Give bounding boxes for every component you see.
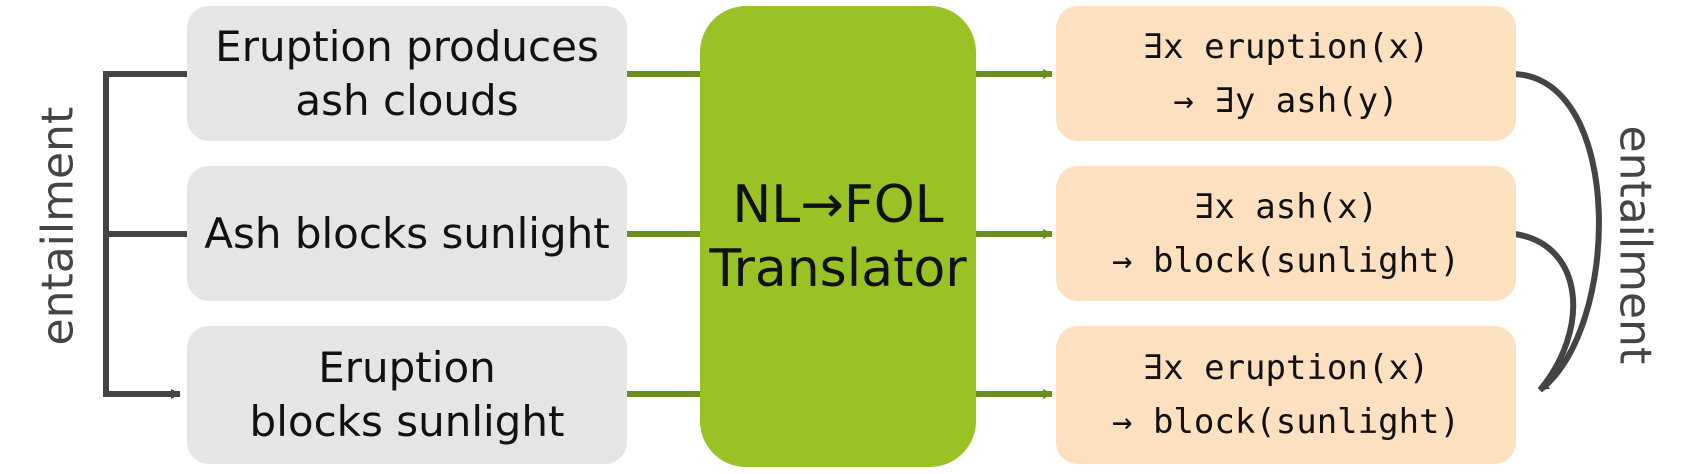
right-entailment-label: entailment [1609, 125, 1661, 365]
conclusion-box: Eruption blocks sunlight [187, 326, 627, 464]
formula-box-2: ∃x ash(x) → block(sunlight) [1056, 166, 1516, 301]
premise-box-2: Ash blocks sunlight [187, 166, 627, 301]
translator-line-1: NL→FOL [732, 174, 944, 235]
premise-1-line-2: ash clouds [295, 75, 519, 125]
right-entailment-curve-inner [1514, 231, 1577, 392]
formula-2-line-1: ∃x ash(x) [1193, 186, 1379, 227]
translator-line-2: Translator [709, 238, 967, 299]
formula-2-line-2: → block(sunlight) [1112, 240, 1460, 281]
formula-3-line-1: ∃x eruption(x) [1142, 348, 1430, 388]
premise-box-1: Eruption produces ash clouds [187, 6, 627, 141]
conclusion-line-1: Eruption [318, 343, 496, 392]
formula-box-3: ∃x eruption(x) → block(sunlight) [1056, 326, 1516, 464]
left-entailment-label: entailment [32, 106, 84, 346]
conclusion-line-2: blocks sunlight [249, 397, 565, 446]
premise-2-line-1: Ash blocks sunlight [204, 208, 610, 258]
formula-1-line-2: → ∃y ash(y) [1173, 80, 1399, 121]
right-entailment-curve-outer [1514, 71, 1602, 393]
formula-3-line-2: → block(sunlight) [1112, 402, 1460, 442]
translator-box: NL→FOL Translator [700, 6, 976, 467]
formula-box-1: ∃x eruption(x) → ∃y ash(y) [1056, 6, 1516, 141]
formula-1-line-1: ∃x eruption(x) [1142, 26, 1430, 67]
premise-1-line-1: Eruption produces [215, 21, 599, 71]
